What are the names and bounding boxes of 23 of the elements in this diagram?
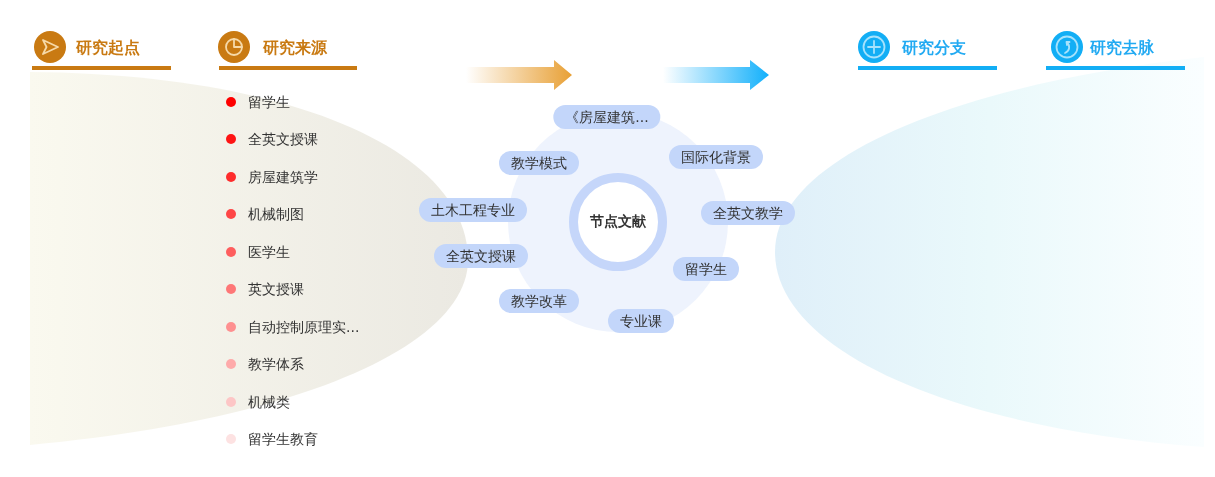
section-heading: 研究来源 <box>263 38 327 58</box>
list-item: 英文授课 <box>248 280 304 299</box>
topic-pill: 专业课 <box>608 309 674 333</box>
list-item: 自动控制原理实... <box>248 318 360 337</box>
topic-pill: 国际化背景 <box>669 145 763 169</box>
section-heading: 研究分支 <box>902 38 966 58</box>
list-item: 教学体系 <box>248 355 304 374</box>
topic-pill: 留学生 <box>673 257 739 281</box>
topic-pill: 土木工程专业 <box>419 198 527 222</box>
section-heading: 研究去脉 <box>1090 38 1154 58</box>
list-item: 房屋建筑学 <box>248 168 318 187</box>
list-item: 全英文授课 <box>248 130 318 149</box>
topic-pill: 教学模式 <box>499 151 579 175</box>
list-item: 医学生 <box>248 243 290 262</box>
list-item: 机械类 <box>248 393 290 412</box>
topic-pill: 《房屋建筑... <box>553 105 661 129</box>
topic-pill: 教学改革 <box>499 289 579 313</box>
section-heading: 研究起点 <box>76 38 140 58</box>
list-item: 留学生 <box>248 93 290 112</box>
topic-pill: 全英文教学 <box>701 201 795 225</box>
list-item: 机械制图 <box>248 205 304 224</box>
topic-pill: 全英文授课 <box>434 244 528 268</box>
list-item: 留学生教育 <box>248 430 318 449</box>
